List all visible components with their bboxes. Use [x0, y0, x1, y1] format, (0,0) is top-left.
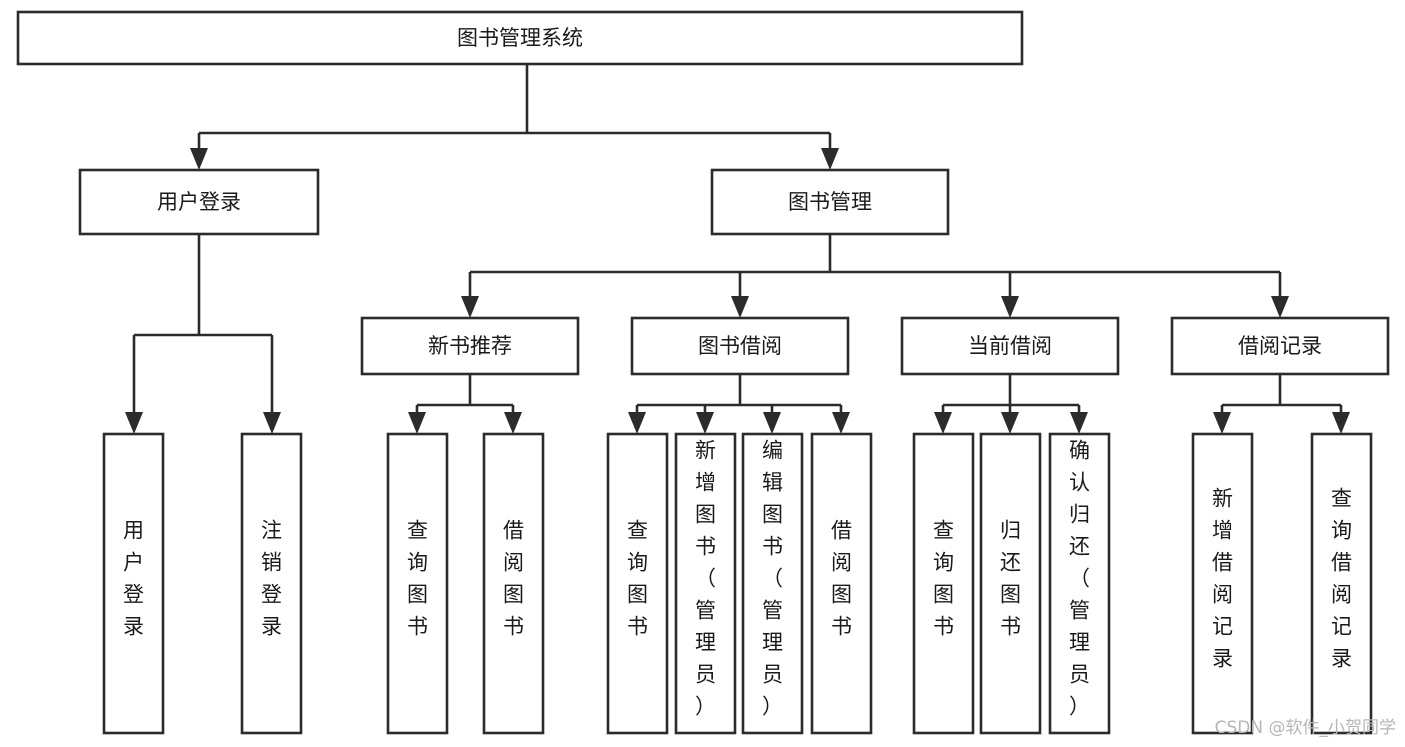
node-label-root: 图书管理系统	[457, 26, 583, 50]
arrow-head-current-borrow-to-leaves-0	[934, 412, 952, 434]
csdn-watermark: CSDN @软件_小贺同学	[1215, 718, 1396, 738]
node-box-leaf-query-book-borrow[interactable]	[606, 432, 669, 735]
node-box-leaf-borrow-book[interactable]	[810, 432, 873, 735]
node-box-leaf-return-book[interactable]	[979, 432, 1042, 735]
node-label-leaf-query-book-current: 查询图书	[933, 519, 954, 639]
arrow-head-book-borrow-to-leaves-0	[628, 412, 646, 434]
arrow-head-book-management-to-level3-2	[1001, 296, 1019, 318]
node-label-leaf-query-borrow-record: 查询借阅记录	[1331, 487, 1352, 671]
leaf-node-leaf-borrow-book-recommend[interactable]: 借阅图书	[482, 432, 545, 735]
arrow-head-user-login-to-leaves-1	[263, 412, 281, 434]
node-box-leaf-user-login[interactable]	[102, 432, 165, 735]
node-box-new-book-recommend[interactable]	[360, 316, 580, 376]
submodule-node-borrow-record[interactable]: 借阅记录	[1170, 316, 1390, 376]
node-label-leaf-borrow-book: 借阅图书	[831, 519, 852, 639]
arrow-head-borrow-record-to-leaves-0	[1213, 412, 1231, 434]
leaf-node-leaf-return-book[interactable]: 归还图书	[979, 432, 1042, 735]
node-box-leaf-query-borrow-record[interactable]	[1310, 432, 1373, 735]
node-box-leaf-user-logout[interactable]	[240, 432, 303, 735]
node-box-root[interactable]	[16, 10, 1024, 66]
node-box-book-borrow[interactable]	[630, 316, 850, 376]
submodule-node-new-book-recommend[interactable]: 新书推荐	[360, 316, 580, 376]
node-label-book-borrow: 图书借阅	[698, 334, 782, 358]
connector-group-book-borrow-to-leaves	[628, 374, 850, 434]
node-label-leaf-borrow-book-recommend: 借阅图书	[503, 519, 524, 639]
leaf-node-leaf-add-book[interactable]: 新增图书（管理员）	[674, 432, 737, 735]
arrow-head-user-login-to-leaves-0	[125, 412, 143, 434]
node-box-leaf-add-book[interactable]	[674, 432, 737, 735]
submodule-node-current-borrow[interactable]: 当前借阅	[900, 316, 1120, 376]
node-label-user-login: 用户登录	[157, 190, 241, 214]
arrow-head-current-borrow-to-leaves-2	[1070, 412, 1088, 434]
node-box-leaf-borrow-book-recommend[interactable]	[482, 432, 545, 735]
leaf-node-leaf-query-borrow-record[interactable]: 查询借阅记录	[1310, 432, 1373, 735]
node-label-leaf-query-book-recommend: 查询图书	[407, 519, 428, 639]
root-node-root[interactable]: 图书管理系统	[16, 10, 1024, 66]
connector-group-root-to-level2	[190, 64, 839, 170]
leaf-node-leaf-add-borrow-record[interactable]: 新增借阅记录	[1191, 432, 1254, 735]
node-layer: 图书管理系统用户登录图书管理新书推荐图书借阅当前借阅借阅记录用户登录注销登录查询…	[16, 10, 1390, 735]
leaf-node-leaf-confirm-return[interactable]: 确认归还（管理员）	[1048, 432, 1111, 735]
node-label-leaf-edit-book: 编辑图书（管理员）	[762, 439, 783, 719]
leaf-node-leaf-user-login[interactable]: 用户登录	[102, 432, 165, 735]
node-label-leaf-user-logout: 注销登录	[261, 519, 282, 639]
arrow-head-book-borrow-to-leaves-1	[696, 412, 714, 434]
leaf-node-leaf-query-book-current[interactable]: 查询图书	[912, 432, 975, 735]
arrow-head-book-management-to-level3-1	[731, 296, 749, 318]
node-label-new-book-recommend: 新书推荐	[428, 334, 512, 358]
leaf-node-leaf-edit-book[interactable]: 编辑图书（管理员）	[741, 432, 804, 735]
arrow-head-new-book-recommend-to-leaves-1	[504, 412, 522, 434]
connector-group-new-book-recommend-to-leaves	[408, 374, 522, 434]
connector-layer	[125, 64, 1350, 434]
leaf-node-leaf-borrow-book[interactable]: 借阅图书	[810, 432, 873, 735]
module-node-user-login[interactable]: 用户登录	[78, 168, 320, 236]
submodule-node-book-borrow[interactable]: 图书借阅	[630, 316, 850, 376]
node-label-leaf-user-login: 用户登录	[123, 519, 144, 639]
connector-group-current-borrow-to-leaves	[934, 374, 1088, 434]
arrow-head-book-borrow-to-leaves-3	[832, 412, 850, 434]
node-box-borrow-record[interactable]	[1170, 316, 1390, 376]
connector-group-user-login-to-leaves	[125, 234, 281, 434]
leaf-node-leaf-user-logout[interactable]: 注销登录	[240, 432, 303, 735]
arrow-head-root-to-level2-0	[190, 148, 208, 170]
node-label-borrow-record: 借阅记录	[1238, 334, 1322, 358]
node-box-book-management[interactable]	[710, 168, 950, 236]
leaf-node-leaf-query-book-recommend[interactable]: 查询图书	[386, 432, 449, 735]
leaf-node-leaf-query-book-borrow[interactable]: 查询图书	[606, 432, 669, 735]
node-label-leaf-add-borrow-record: 新增借阅记录	[1212, 487, 1233, 671]
node-box-leaf-add-borrow-record[interactable]	[1191, 432, 1254, 735]
arrow-head-current-borrow-to-leaves-1	[1001, 412, 1019, 434]
node-label-leaf-query-book-borrow: 查询图书	[627, 519, 648, 639]
node-box-current-borrow[interactable]	[900, 316, 1120, 376]
connector-group-book-management-to-level3	[461, 234, 1289, 318]
arrow-head-borrow-record-to-leaves-1	[1332, 412, 1350, 434]
node-box-leaf-query-book-current[interactable]	[912, 432, 975, 735]
module-node-book-management[interactable]: 图书管理	[710, 168, 950, 236]
node-label-leaf-confirm-return: 确认归还（管理员）	[1069, 439, 1090, 719]
arrow-head-book-management-to-level3-3	[1271, 296, 1289, 318]
node-box-leaf-query-book-recommend[interactable]	[386, 432, 449, 735]
node-label-leaf-return-book: 归还图书	[1000, 519, 1021, 639]
node-box-user-login[interactable]	[78, 168, 320, 236]
arrow-head-new-book-recommend-to-leaves-0	[408, 412, 426, 434]
node-box-leaf-confirm-return[interactable]	[1048, 432, 1111, 735]
connector-group-borrow-record-to-leaves	[1213, 374, 1350, 434]
arrow-head-book-borrow-to-leaves-2	[763, 412, 781, 434]
arrow-head-root-to-level2-1	[821, 148, 839, 170]
node-box-leaf-edit-book[interactable]	[741, 432, 804, 735]
node-label-current-borrow: 当前借阅	[968, 334, 1052, 358]
arrow-head-book-management-to-level3-0	[461, 296, 479, 318]
node-label-leaf-add-book: 新增图书（管理员）	[695, 439, 716, 719]
node-label-book-management: 图书管理	[788, 190, 872, 214]
